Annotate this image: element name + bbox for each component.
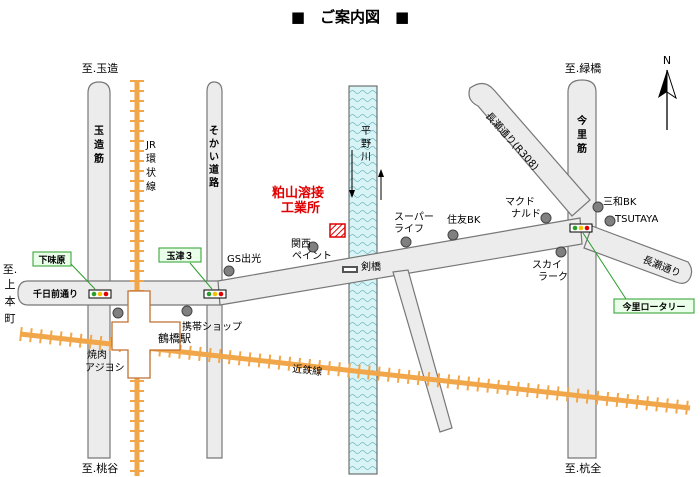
map-title: ■ ご案内図 ■ (291, 8, 409, 26)
label-hirano-river: 平 野 川 (361, 126, 371, 163)
svg-text:野: 野 (361, 138, 371, 150)
svg-text:町: 町 (5, 312, 16, 325)
label-yakiniku-1: 焼肉 (87, 348, 107, 361)
svg-text:造: 造 (94, 138, 105, 151)
svg-text:下味原: 下味原 (38, 254, 65, 266)
svg-text:環: 環 (146, 153, 156, 165)
svg-text:い: い (209, 152, 219, 163)
road-nagase-dori-lower (583, 225, 693, 284)
landmark-dot-icon (555, 246, 567, 258)
label-supermarket-2: ライフ (394, 223, 424, 235)
road-sokai-doro (206, 81, 223, 459)
road-branch-diagonal (392, 269, 453, 433)
landmark-dots (112, 201, 616, 319)
svg-text:玉津３: 玉津３ (166, 250, 193, 262)
label-mcdonalds-2: ナルド (511, 208, 541, 220)
svg-text:至.: 至. (3, 263, 18, 276)
label-gs: GS出光 (227, 252, 261, 265)
svg-text:里: 里 (577, 129, 587, 141)
dest-tamatsukuri: 至.玉造 (82, 61, 119, 75)
label-skylark-1: スカイ (532, 259, 562, 271)
label-kansai-paint-1: 関西 (291, 238, 311, 250)
label-mobile-shop: 携帯ショップ (182, 320, 242, 333)
label-skylark-2: ラーク (538, 271, 568, 283)
label-sokai-doro: そ か い 道 路 (209, 125, 220, 189)
traffic-signal-icon (88, 289, 112, 299)
label-mcdonalds-1: マクド (505, 196, 535, 208)
svg-text:線: 線 (146, 180, 156, 193)
landmark-dot-icon (112, 307, 124, 319)
label-sennichimae-dori: 千日前通り (33, 288, 78, 300)
company-name-line1: 粕山溶接 (272, 185, 324, 201)
svg-text:筋: 筋 (576, 142, 587, 155)
svg-text:か: か (209, 138, 219, 150)
svg-text:本: 本 (5, 294, 16, 308)
company-name-line2: 工業所 (281, 200, 320, 216)
signal-label-shimoajiharu: 下味原 (32, 251, 96, 290)
svg-text:今: 今 (576, 114, 588, 127)
traffic-signal-icon (569, 223, 593, 233)
label-kintetsu-line: 近鉄線 (292, 362, 323, 378)
svg-text:状: 状 (146, 166, 156, 179)
svg-text:路: 路 (209, 176, 220, 189)
signal-label-imasato-rotary: 今里ロータリー (582, 232, 695, 314)
landmark-dot-icon (223, 265, 235, 277)
svg-text:今里ロータリー: 今里ロータリー (621, 301, 685, 313)
label-yakiniku-2: アジヨシ (85, 363, 125, 374)
bridge-tsurugibashi (342, 266, 358, 273)
label-sumitomo: 住友BK (447, 213, 481, 226)
svg-text:玉: 玉 (94, 125, 104, 137)
dest-uehommachi: 至. 上 本 町 (3, 263, 18, 325)
road-nagase-dori-upper (468, 82, 591, 217)
north-arrow-icon: N (658, 54, 677, 130)
landmark-dot-icon (181, 305, 193, 317)
svg-text:平: 平 (361, 126, 371, 137)
svg-text:そ: そ (209, 125, 219, 137)
roads (17, 79, 693, 459)
station-label: 鶴橋駅 (158, 331, 191, 345)
label-tsutaya: TSUTAYA (614, 214, 659, 225)
dest-kokkan: 至.杭全 (565, 461, 602, 475)
label-kansai-paint-2: ペイント (292, 251, 332, 262)
road-tamatsukuri-suji (87, 81, 111, 459)
label-sanwa: 三和BK (603, 196, 637, 208)
dest-midoribashi: 至.緑橋 (565, 61, 602, 75)
svg-text:川: 川 (361, 152, 371, 163)
label-imasato-suji: 今 里 筋 (576, 114, 588, 155)
road-imasato-suji (567, 79, 597, 459)
landmark-dot-icon (604, 215, 616, 227)
river-flow-arrows (349, 150, 384, 200)
label-jr-loop-line: JR 環 状 線 (145, 140, 156, 193)
road-sennichimae-left (17, 280, 221, 306)
jr-loop-line (130, 80, 144, 476)
tsuruhashi-station: 鶴橋駅 (111, 290, 191, 379)
landmark-dot-icon (592, 201, 604, 213)
landmark-dot-icon (447, 229, 459, 241)
traffic-signal-icon (203, 289, 227, 299)
landmark-dot-icon (307, 241, 319, 253)
svg-text:道: 道 (209, 163, 219, 176)
label-supermarket-1: スーパー (394, 211, 434, 223)
svg-text:JR: JR (145, 140, 156, 151)
landmark-dot-icon (540, 212, 552, 224)
dest-momodani: 至.桃谷 (82, 461, 119, 475)
svg-text:筋: 筋 (93, 152, 104, 165)
landmark-dot-icon (400, 236, 412, 248)
label-tsurugibashi: 剣橋 (361, 260, 381, 273)
label-tamatsukuri-suji: 玉 造 筋 (93, 125, 105, 165)
north-label: N (663, 54, 671, 67)
company-marker-icon (329, 223, 346, 238)
signal-label-tamatsu3: 玉津３ (158, 247, 213, 290)
svg-text:上: 上 (5, 278, 16, 291)
